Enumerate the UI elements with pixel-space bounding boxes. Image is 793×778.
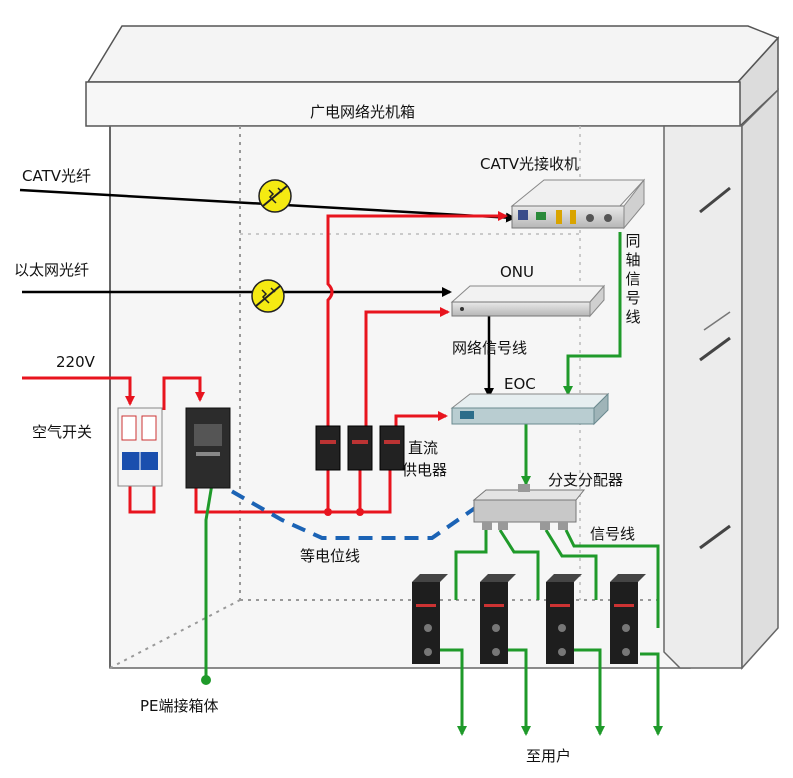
power-bus-line	[194, 470, 392, 514]
catv-receiver-device	[510, 178, 646, 230]
eoc-terminal	[546, 574, 582, 664]
onu-device	[450, 284, 606, 318]
eoc-terminal	[412, 574, 448, 664]
dc-power-supply	[379, 425, 405, 471]
cabinet-title: 广电网络光机箱	[310, 103, 416, 121]
dc-to-eoc-line	[394, 411, 448, 426]
output-line	[574, 648, 605, 736]
coax-signal-char: 线	[625, 308, 641, 326]
coax-signal-char: 同	[625, 232, 641, 250]
cabinet-roof-top	[86, 25, 780, 83]
dc-to-catv-line	[326, 211, 508, 426]
door-handle	[699, 186, 731, 214]
cabinet-side-door	[663, 125, 743, 669]
coax-signal-char: 信	[625, 270, 641, 288]
dc-power-supply	[347, 425, 373, 471]
dc-power-supply	[315, 425, 341, 471]
network-signal-label: 网络信号线	[452, 339, 528, 357]
coax-signal-char: 轴	[625, 251, 641, 269]
equipotential-label: 等电位线	[300, 547, 361, 565]
switch-to-distributor-line	[128, 486, 156, 514]
power-220v-label: 220V	[56, 353, 95, 371]
ethernet-fiber-label: 以太网光纤	[14, 261, 90, 279]
output-line	[508, 648, 531, 736]
output-line	[640, 652, 663, 736]
power-lines	[22, 211, 508, 514]
eoc-label: EOC	[504, 375, 536, 393]
fiber-protector-icon	[258, 179, 292, 213]
eoc-terminal	[610, 574, 646, 664]
air-switch-device	[117, 407, 163, 487]
dc-power-supply-label: 直流	[408, 439, 439, 457]
coax-signal-label: 同 轴 信 号 线	[624, 232, 642, 327]
signal-lines	[204, 232, 663, 736]
equipotential-line	[211, 478, 480, 540]
fiber-protector-icon	[251, 279, 285, 313]
door-handle	[699, 524, 731, 550]
to-user-label: 至用户	[526, 747, 572, 765]
pe-ground-line	[204, 483, 214, 680]
onu-label: ONU	[500, 263, 535, 281]
output-line	[440, 648, 467, 736]
power-distributor-device	[185, 407, 231, 489]
splitter-label: 分支分配器	[548, 471, 624, 489]
catv-receiver-label: CATV光接收机	[480, 155, 579, 173]
cabinet	[85, 25, 780, 670]
eoc-device	[450, 392, 610, 426]
pe-ground-label: PE端接箱体	[140, 697, 219, 715]
eoc-terminal	[480, 574, 516, 664]
switch-to-box-line	[162, 376, 205, 410]
coax-signal-char: 号	[625, 289, 641, 307]
pe-ground-point	[201, 675, 211, 685]
splitter-device	[472, 484, 586, 530]
dc-to-onu-line	[364, 307, 450, 426]
door-handle	[699, 336, 731, 362]
air-switch-label: 空气开关	[32, 423, 93, 441]
cabinet-roof-front	[85, 81, 741, 127]
power-220v-line	[22, 376, 135, 406]
signal-line-label: 信号线	[590, 525, 636, 543]
coax-signal-line	[563, 232, 622, 396]
catv-fiber-label: CATV光纤	[22, 167, 91, 185]
dc-power-supply-label-2: 供电器	[402, 461, 448, 479]
